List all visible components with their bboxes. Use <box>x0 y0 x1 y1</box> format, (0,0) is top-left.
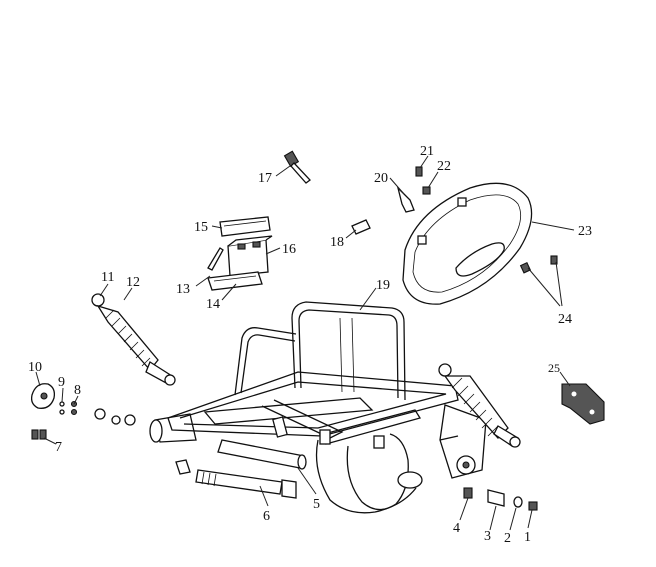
sleeve-5 <box>217 439 307 470</box>
callout-17: 17 <box>258 171 272 186</box>
callout-13: 13 <box>176 282 190 297</box>
rear-swing-frame <box>149 301 487 514</box>
nut-1 <box>528 501 538 511</box>
bolts-24 <box>519 255 558 274</box>
axle-bolt-6 <box>175 459 297 499</box>
callout-2: 2 <box>504 531 511 546</box>
washer-9 <box>59 401 65 415</box>
bushings-left <box>94 408 136 426</box>
callout-20: 20 <box>374 171 388 186</box>
callout-9: 9 <box>58 375 65 390</box>
callout-24: 24 <box>558 312 572 327</box>
callout-6: 6 <box>263 509 270 524</box>
battery-assembly <box>207 216 273 291</box>
clip-18 <box>351 219 371 235</box>
right-shock-absorber <box>438 363 521 448</box>
pin-8 <box>70 400 78 416</box>
callout-4: 4 <box>453 521 460 536</box>
left-shock-absorber <box>91 293 176 386</box>
callout-1: 1 <box>524 530 531 545</box>
brake-caliper-10 <box>30 383 56 409</box>
chain-guard <box>402 182 533 305</box>
bracket-20 <box>396 185 415 213</box>
callout-3: 3 <box>484 529 491 544</box>
brake-pads-7 <box>31 429 47 440</box>
bracket-25 <box>561 383 605 425</box>
callout-16: 16 <box>282 242 296 257</box>
callout-21: 21 <box>420 144 434 159</box>
callout-11: 11 <box>101 270 114 285</box>
bolt-21 <box>415 166 423 177</box>
bolt-17 <box>283 150 311 184</box>
callout-22: 22 <box>437 159 451 174</box>
bushing-3 <box>487 489 505 507</box>
callout-5: 5 <box>313 497 320 512</box>
callout-19: 19 <box>376 278 390 293</box>
callout-15: 15 <box>194 220 208 235</box>
callout-7: 7 <box>55 440 62 455</box>
callout-14: 14 <box>206 297 220 312</box>
callout-labels: 1 2 3 4 5 6 7 8 9 10 11 12 13 14 15 16 1… <box>28 144 592 546</box>
leader-lines <box>35 155 575 531</box>
callout-25: 25 <box>548 361 560 375</box>
callout-23: 23 <box>578 224 592 239</box>
callout-8: 8 <box>74 383 81 398</box>
washer-2 <box>513 496 523 508</box>
callout-10: 10 <box>28 360 42 375</box>
callout-12: 12 <box>126 275 140 290</box>
spacer-4 <box>463 487 473 499</box>
nut-22 <box>422 186 431 195</box>
callout-18: 18 <box>330 235 344 250</box>
